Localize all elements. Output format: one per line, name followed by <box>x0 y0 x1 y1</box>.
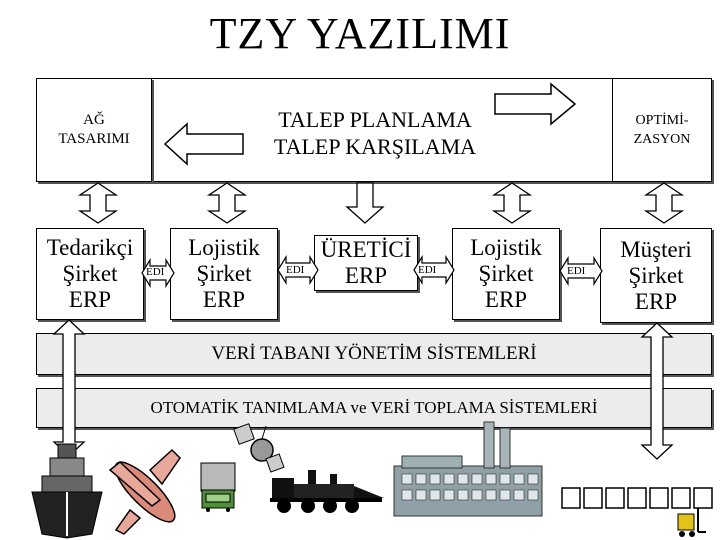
supplier-erp-line1: Tedarikçi <box>46 235 134 260</box>
long-updown-arrow-icon <box>52 319 86 457</box>
edi-label-4: EDI <box>567 265 586 277</box>
edi-arrow-icon <box>413 254 455 286</box>
customer-erp-line3: ERP <box>634 288 678 314</box>
customer-erp-line2: Şirket <box>628 262 684 288</box>
edi-arrow-icon <box>141 257 175 289</box>
updown-arrow-icon <box>643 182 685 224</box>
network-design-box: AĞ TASARIMI <box>36 78 152 182</box>
logistics-erp-box-2: Lojistik Şirket ERP <box>452 228 560 320</box>
logistics2-erp-line1: Lojistik <box>470 235 542 260</box>
right-arrow-icon <box>494 82 577 126</box>
ship-icon <box>31 443 103 539</box>
customer-erp-line1: Müşteri <box>620 236 692 262</box>
network-design-label: AĞ TASARIMI <box>58 112 130 147</box>
database-systems-bar: VERİ TABANI YÖNETİM SİSTEMLERİ <box>36 333 712 375</box>
long-updown-arrow-icon <box>640 322 674 460</box>
logistics1-erp-line1: Lojistik <box>188 235 260 260</box>
manufacturer-erp-line1: ÜRETİCİ <box>320 237 412 262</box>
database-systems-label: VERİ TABANI YÖNETİM SİSTEMLERİ <box>211 343 537 364</box>
truck-icon <box>200 462 236 512</box>
manufacturer-erp-box: ÜRETİCİ ERP <box>314 235 418 291</box>
shelf-icon <box>561 487 713 509</box>
optimization-box: OPTİMİ-ZASYON <box>612 78 712 182</box>
updown-arrow-icon <box>77 182 119 224</box>
manufacturer-erp-line2: ERP <box>344 263 388 288</box>
edi-label-2: EDI <box>286 264 305 276</box>
logistics-erp-box-1: Lojistik Şirket ERP <box>170 228 278 320</box>
page-title: TZY YAZILIMI <box>209 9 511 58</box>
edi-arrow-icon <box>277 254 319 286</box>
logistics2-erp-line2: Şirket <box>478 261 534 286</box>
down-arrow-icon <box>345 182 385 224</box>
supplier-erp-box: Tedarikçi Şirket ERP <box>36 228 144 320</box>
demand-planning-label: TALEP PLANLAMA <box>278 107 472 132</box>
customer-erp-box: Müşteri Şirket ERP <box>600 228 712 323</box>
auto-id-bar: OTOMATİK TANIMLAMA ve VERİ TOPLAMA SİSTE… <box>36 388 712 428</box>
demand-planning-area: TALEP PLANLAMA TALEP KARŞILAMA <box>220 98 530 168</box>
logistics1-erp-line2: Şirket <box>196 261 252 286</box>
edi-label-3: EDI <box>418 264 437 276</box>
supplier-erp-line3: ERP <box>68 287 112 312</box>
supplier-erp-line2: Şirket <box>62 261 118 286</box>
factory-icon <box>393 421 543 517</box>
logistics2-erp-line3: ERP <box>484 287 528 312</box>
updown-arrow-icon <box>491 182 533 224</box>
updown-arrow-icon <box>206 182 248 224</box>
logistics1-erp-line3: ERP <box>202 287 246 312</box>
auto-id-label: OTOMATİK TANIMLAMA ve VERİ TOPLAMA SİSTE… <box>150 398 598 417</box>
satellite-icon <box>233 423 285 473</box>
train-icon <box>270 470 384 513</box>
edi-arrow-icon <box>559 255 603 287</box>
optimization-label: OPTİMİ-ZASYON <box>633 113 691 147</box>
forklift-icon <box>677 508 706 537</box>
airplane-icon <box>108 448 181 535</box>
edi-label-1: EDI <box>146 266 165 278</box>
demand-fulfillment-label: TALEP KARŞILAMA <box>273 134 477 159</box>
left-arrow-icon <box>163 122 244 166</box>
